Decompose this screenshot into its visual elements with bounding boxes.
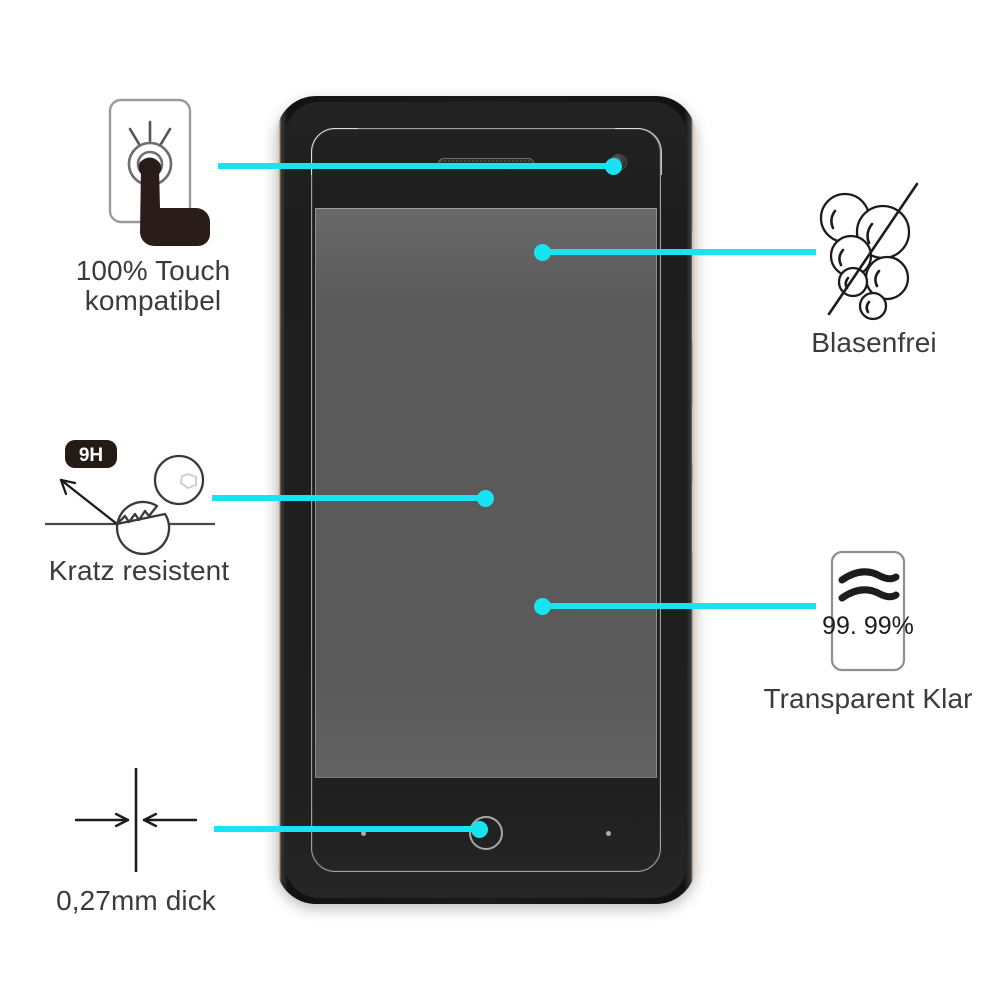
- feature-touch-compatible: 100% Touch kompatibel: [18, 96, 288, 316]
- callout-node-bubble: [534, 243, 551, 261]
- power-button[interactable]: [692, 404, 696, 464]
- feature-thickness: 0,27mm dick: [16, 764, 256, 916]
- callout-node-clarity: [534, 597, 551, 615]
- feature-label-thickness: 0,27mm dick: [56, 885, 216, 916]
- callout-line-scratch: [212, 489, 494, 507]
- feature-transparency: 99. 99% Transparent Klar: [742, 548, 994, 714]
- thickness-arrows-icon: [42, 764, 230, 876]
- callout-line-touch: [218, 157, 622, 175]
- capacitive-dot-left[interactable]: [361, 831, 366, 836]
- callout-node-thickness: [471, 820, 488, 838]
- feature-scratch-resistant: 9H Kratz resistent: [14, 436, 264, 586]
- touch-hand-icon: [88, 96, 218, 246]
- feature-bubble-free: Blasenfrei: [762, 178, 986, 358]
- volume-button[interactable]: [692, 230, 696, 342]
- feature-label-touch: 100% Touch kompatibel: [75, 255, 231, 317]
- transparency-value-text: 99. 99%: [822, 612, 914, 640]
- home-button[interactable]: [469, 816, 503, 850]
- callout-node-touch: [605, 157, 622, 175]
- feature-label-bubble: Blasenfrei: [811, 327, 937, 358]
- key-9h-icon: 9H: [39, 436, 239, 556]
- feature-label-scratch: Kratz resistent: [48, 555, 230, 586]
- callout-node-scratch: [477, 489, 494, 507]
- badge-9h-text: 9H: [79, 445, 103, 466]
- transparency-icon: 99. 99%: [816, 548, 920, 674]
- feature-label-clarity: Transparent Klar: [763, 683, 973, 714]
- callout-line-clarity: [534, 597, 816, 615]
- capacitive-dot-right[interactable]: [606, 831, 611, 836]
- no-bubbles-icon: [799, 178, 949, 321]
- callout-line-bubble: [534, 243, 816, 261]
- callout-line-thickness: [214, 820, 488, 838]
- side-button-lower[interactable]: [692, 482, 696, 554]
